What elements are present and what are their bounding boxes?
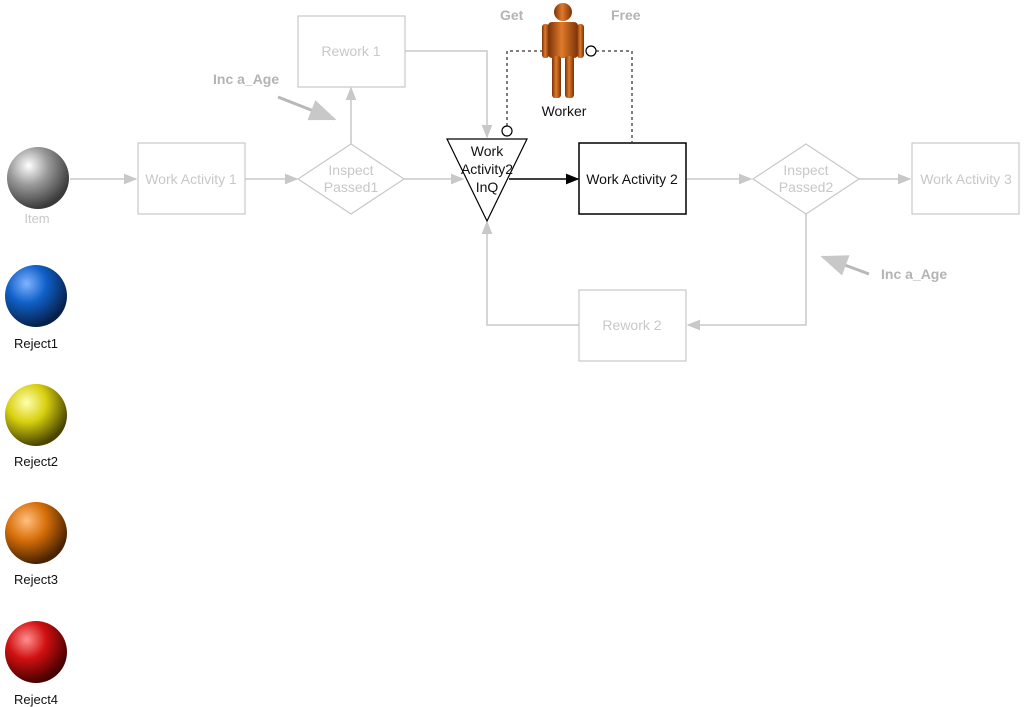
block-label-line2: Passed2 <box>779 179 834 195</box>
block-label: Rework 2 <box>602 317 661 333</box>
reject1-ball-icon <box>5 265 67 327</box>
note-arrow-1 <box>277 95 337 121</box>
queue-label-line2: Activity2 <box>461 161 513 177</box>
note-arrow-2 <box>820 255 870 276</box>
connector-rework1-to-queue <box>405 50 493 139</box>
legend-label: Reject2 <box>14 454 58 469</box>
block-rework-1[interactable]: Rework 1 <box>297 15 406 88</box>
block-work-activity-3[interactable]: Work Activity 3 <box>911 142 1020 215</box>
get-port[interactable] <box>501 125 513 137</box>
block-label-line1: Inspect <box>328 162 373 178</box>
block-label: Work Activity 1 <box>145 171 237 187</box>
legend-reject1[interactable]: Reject1 <box>5 265 67 351</box>
legend-label: Reject4 <box>14 692 58 707</box>
worker-label: Worker <box>542 103 587 119</box>
free-label: Free <box>611 7 641 23</box>
connectors-faded <box>70 50 912 331</box>
block-inspect-passed-2[interactable]: Inspect Passed2 <box>751 143 861 215</box>
free-port[interactable] <box>585 45 597 57</box>
reject3-ball-icon <box>5 502 67 564</box>
legend-label: Item <box>24 211 49 226</box>
legend-item[interactable]: Item <box>7 147 69 226</box>
free-link <box>596 50 633 142</box>
legend-label: Reject3 <box>14 572 58 587</box>
queue-label-line1: Work <box>471 143 504 159</box>
legend: Item Reject1 Reject2 Reject3 Reject4 <box>5 147 69 707</box>
block-label: Work Activity 3 <box>920 171 1012 187</box>
connector-inspect2-to-rework2 <box>686 214 807 331</box>
legend-label: Reject1 <box>14 336 58 351</box>
block-label: Rework 1 <box>321 43 380 59</box>
block-label: Work Activity 2 <box>586 171 678 187</box>
legend-reject3[interactable]: Reject3 <box>5 502 67 587</box>
block-work-activity-1[interactable]: Work Activity 1 <box>137 142 246 215</box>
resource-links <box>506 50 633 142</box>
worker-resource[interactable]: Worker <box>542 3 587 119</box>
reject2-ball-icon <box>5 384 67 446</box>
item-ball-icon <box>7 147 69 209</box>
person-icon <box>542 3 584 98</box>
get-link <box>506 50 542 126</box>
legend-reject4[interactable]: Reject4 <box>5 621 67 707</box>
block-label-line2: Passed1 <box>324 179 379 195</box>
block-work-activity-2[interactable]: Work Activity 2 <box>578 142 687 215</box>
reject4-ball-icon <box>5 621 67 683</box>
legend-reject2[interactable]: Reject2 <box>5 384 67 469</box>
block-inspect-passed-1[interactable]: Inspect Passed1 <box>296 143 406 215</box>
block-queue[interactable]: Work Activity2 InQ <box>446 138 528 223</box>
note-inc-age-1: Inc a_Age <box>213 71 279 87</box>
get-label: Get <box>500 7 524 23</box>
note-inc-age-2: Inc a_Age <box>881 266 947 282</box>
block-label-line1: Inspect <box>783 162 828 178</box>
connector-rework2-to-queue <box>481 220 579 326</box>
queue-label-line3: InQ <box>476 179 499 195</box>
block-rework-2[interactable]: Rework 2 <box>578 289 687 362</box>
